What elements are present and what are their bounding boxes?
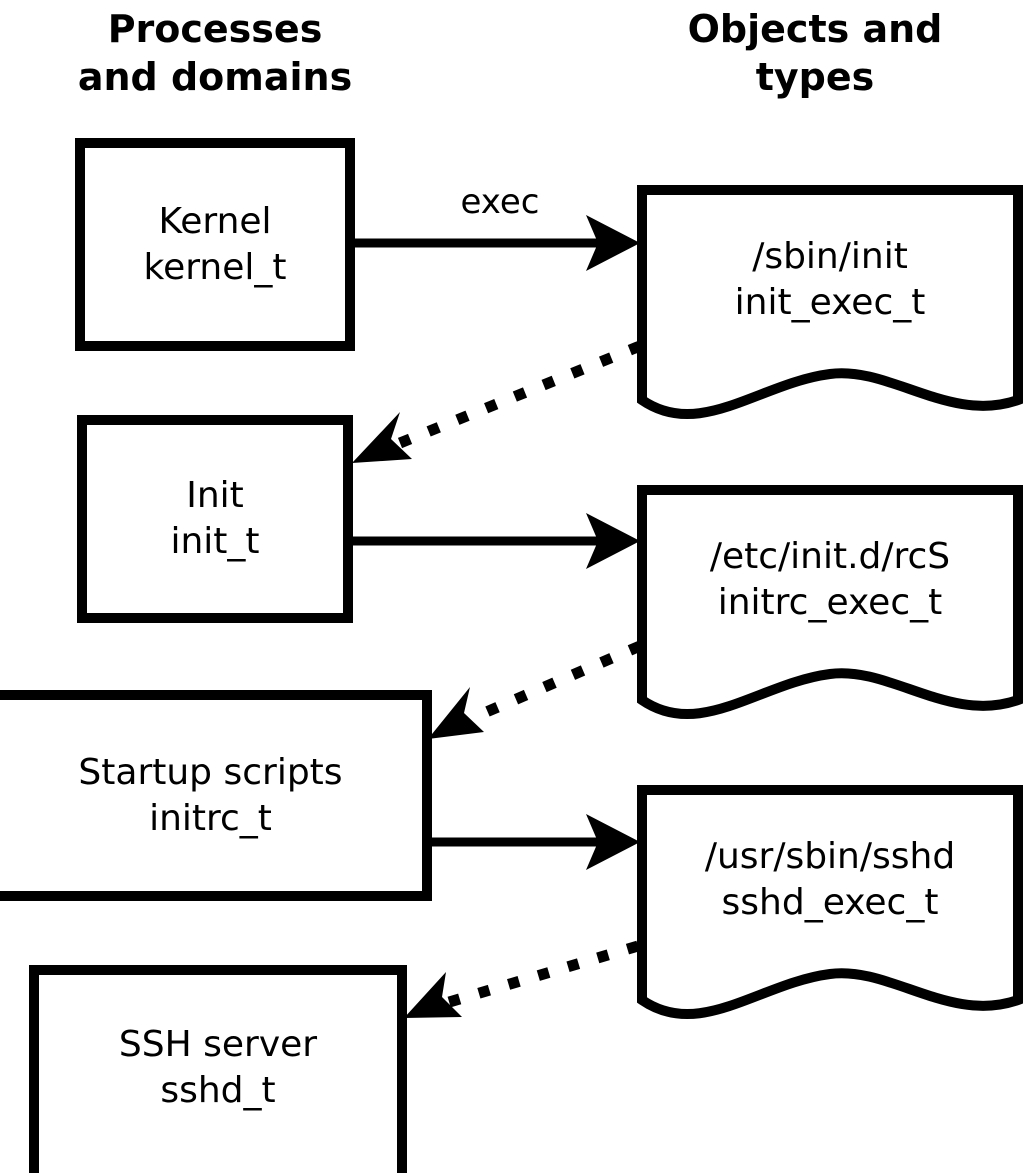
object-doc-init-exec <box>637 185 1023 420</box>
object-doc-initrc-exec <box>637 485 1023 720</box>
object-path-sshd-exec: /usr/sbin/sshd <box>704 836 956 878</box>
process-title-sshd: SSH server <box>118 1023 318 1065</box>
process-box-init <box>77 415 353 623</box>
process-type-sshd: sshd_t <box>160 1069 276 1111</box>
object-type-initrc-exec: initrc_exec_t <box>717 582 943 623</box>
process-box-initrc <box>0 690 432 901</box>
object-doc-sshd-exec <box>637 785 1023 1020</box>
object-label-initrc-exec: /etc/init.d/rcS initrc_exec_t <box>642 490 1018 670</box>
edge-initrc-to-sshd-exec <box>427 814 640 870</box>
process-label-sshd: SSH server sshd_t <box>34 970 402 1165</box>
process-type-kernel: kernel_t <box>143 246 287 288</box>
object-label-sshd-exec: /usr/sbin/sshd sshd_exec_t <box>642 790 1018 970</box>
edge-sshd-exec-to-sshd <box>404 940 640 1018</box>
edge-init-to-initrc-exec <box>348 513 640 569</box>
edge-kernel-to-init-exec <box>350 215 640 271</box>
column-heading-objects: Objects and types <box>687 7 943 99</box>
process-title-initrc: Startup scripts <box>78 751 343 793</box>
column-heading-processes: Processes and domains <box>77 7 353 99</box>
process-label-kernel: Kernel kernel_t <box>80 143 350 346</box>
edge-label-exec: exec <box>460 182 540 222</box>
edge-initrc-exec-to-initrc <box>428 640 643 739</box>
process-title-init: Init <box>186 475 244 517</box>
process-label-init: Init init_t <box>82 420 348 618</box>
object-type-sshd-exec: sshd_exec_t <box>721 882 939 923</box>
process-box-kernel <box>75 138 355 351</box>
edge-init-exec-to-init <box>352 340 643 463</box>
process-type-init: init_t <box>170 521 260 562</box>
object-path-initrc-exec: /etc/init.d/rcS <box>709 536 951 578</box>
process-box-sshd <box>29 965 407 1173</box>
object-label-init-exec: /sbin/init init_exec_t <box>642 190 1018 370</box>
process-type-initrc: initrc_t <box>149 797 272 839</box>
process-label-initrc: Startup scripts initrc_t <box>0 695 427 896</box>
object-path-init-exec: /sbin/init <box>752 236 908 278</box>
process-title-kernel: Kernel <box>158 200 272 242</box>
object-type-init-exec: init_exec_t <box>734 282 926 323</box>
